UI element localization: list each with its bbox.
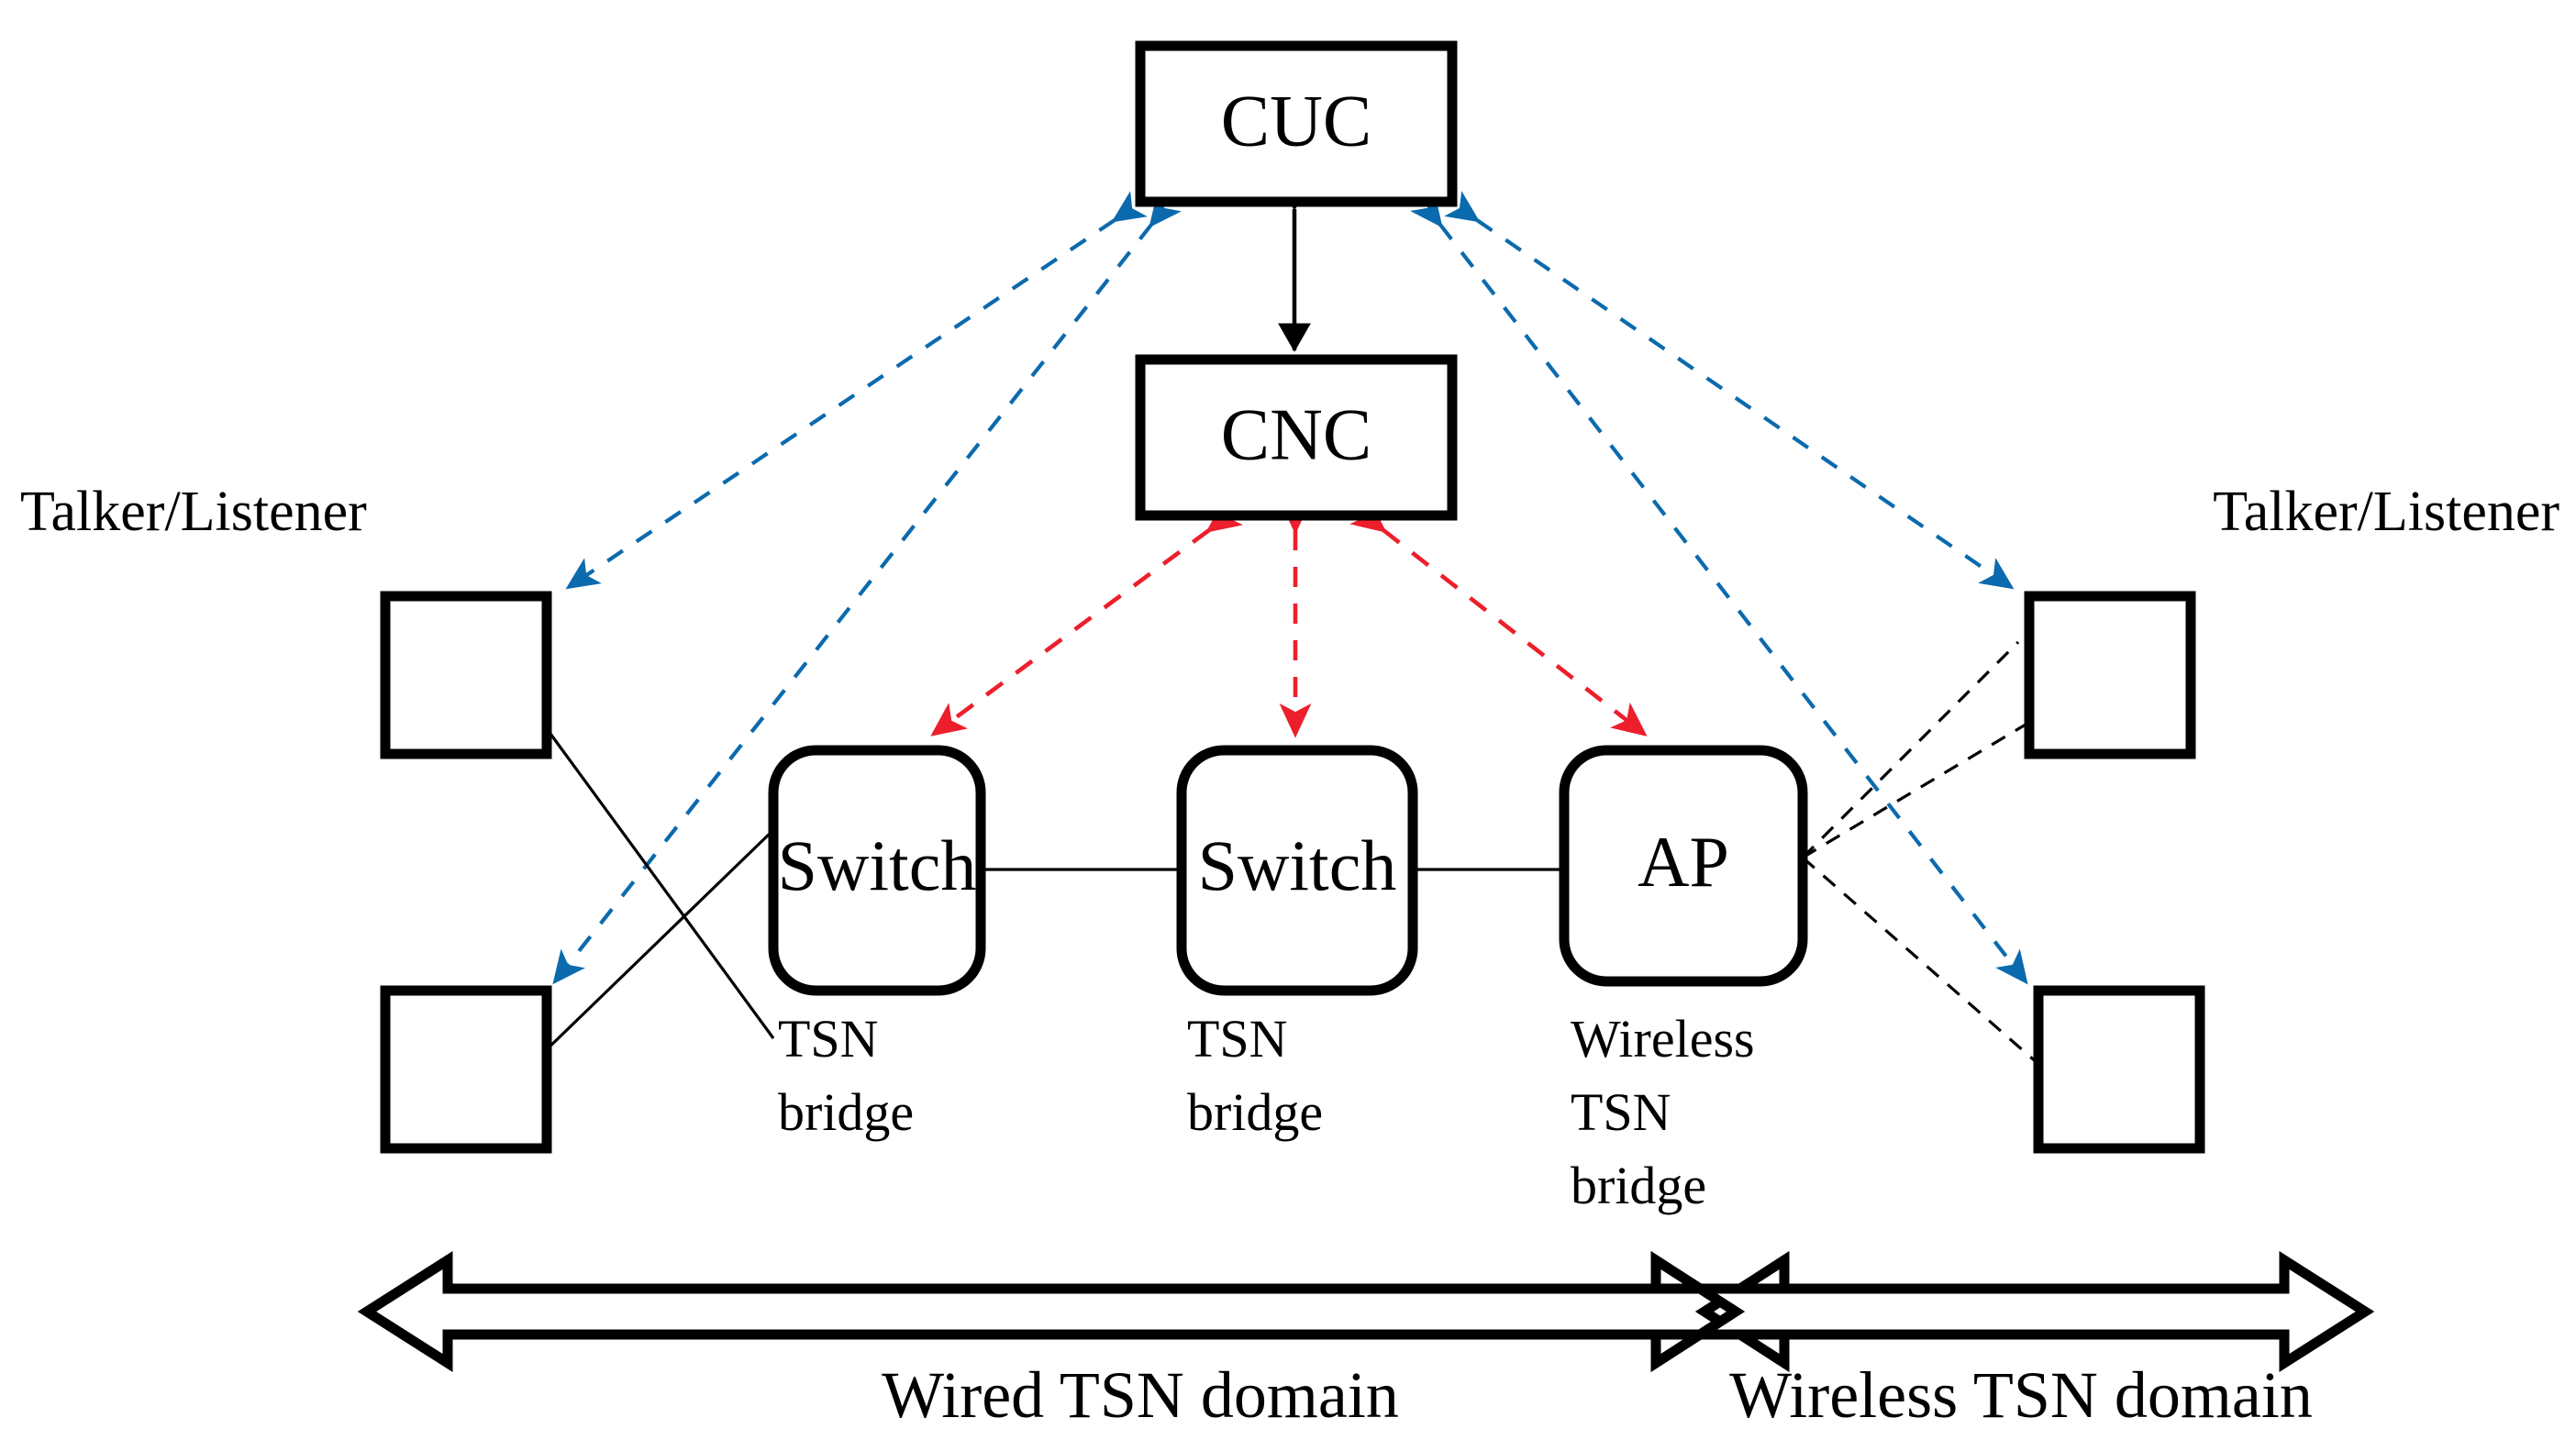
switch-1-caption-line-2: bridge — [778, 1082, 914, 1142]
link-ap-to-endpoint-right-top-upper — [1801, 640, 2020, 859]
endpoint-left-top[interactable] — [380, 591, 552, 759]
talker-listener-label-right: Talker/Listener — [2213, 481, 2559, 543]
endpoint-left-bottom[interactable] — [380, 985, 552, 1154]
wireless-media-links — [1801, 640, 2040, 1066]
link-ap-to-endpoint-right-bottom — [1801, 856, 2040, 1066]
node-cnc[interactable]: CNC — [1135, 354, 1458, 521]
cnc-box — [1135, 354, 1458, 521]
switch-1-label: Switch — [778, 825, 977, 905]
node-switch-2[interactable]: Switch TSN bridge — [1176, 745, 1418, 1142]
wireless-domain-arrow — [1650, 1250, 2375, 1373]
ap-label: AP — [1638, 822, 1729, 902]
link-cnc-ap — [1349, 498, 1648, 737]
link-cuc-endpoint-right-top — [1444, 191, 2015, 590]
link-endpoint-left-bottom-to-switch-1 — [539, 828, 775, 1057]
switch-1-caption-line-1: TSN — [778, 1009, 879, 1069]
wired-media-links — [539, 733, 1564, 1057]
switch-2-label: Switch — [1198, 825, 1397, 905]
endpoint-right-bottom[interactable] — [2033, 985, 2205, 1154]
endpoint-right-top[interactable] — [2024, 591, 2196, 759]
endpoint-left-top-box — [380, 591, 552, 759]
cuc-label: CUC — [1221, 81, 1372, 161]
cnc-label: CNC — [1221, 394, 1372, 475]
link-endpoint-left-top-to-switch-1 — [549, 733, 775, 1039]
ap-caption-line-3: bridge — [1571, 1156, 1706, 1215]
ap-caption-line-1: Wireless — [1571, 1009, 1755, 1069]
wireless-domain-label: Wireless TSN domain — [1729, 1358, 2313, 1432]
endpoint-right-bottom-box — [2033, 985, 2205, 1154]
talker-listener-label-left: Talker/Listener — [20, 481, 367, 543]
cnc-bridge-links — [930, 498, 1648, 738]
cuc-endpoint-links — [552, 191, 2028, 985]
ap-caption-line-2: TSN — [1571, 1082, 1671, 1142]
cuc-box — [1135, 40, 1458, 207]
node-switch-1[interactable]: Switch TSN bridge — [768, 745, 986, 1142]
node-ap[interactable]: AP Wireless TSN bridge — [1559, 745, 1808, 1215]
switch-2-box — [1176, 745, 1418, 996]
switch-2-caption-line-1: TSN — [1187, 1009, 1288, 1069]
link-cnc-switch-1 — [930, 499, 1244, 737]
endpoint-right-top-box — [2024, 591, 2196, 759]
wired-domain-arrow — [357, 1250, 1790, 1373]
ap-box — [1559, 745, 1808, 987]
wired-domain-label: Wired TSN domain — [882, 1358, 1399, 1432]
switch-2-caption-line-2: bridge — [1187, 1082, 1323, 1142]
node-cuc[interactable]: CUC — [1135, 40, 1458, 207]
link-cuc-endpoint-left-top — [565, 191, 1148, 590]
switch-1-box — [768, 745, 986, 996]
endpoint-left-bottom-box — [380, 985, 552, 1154]
link-cuc-endpoint-left-bottom — [552, 192, 1182, 985]
